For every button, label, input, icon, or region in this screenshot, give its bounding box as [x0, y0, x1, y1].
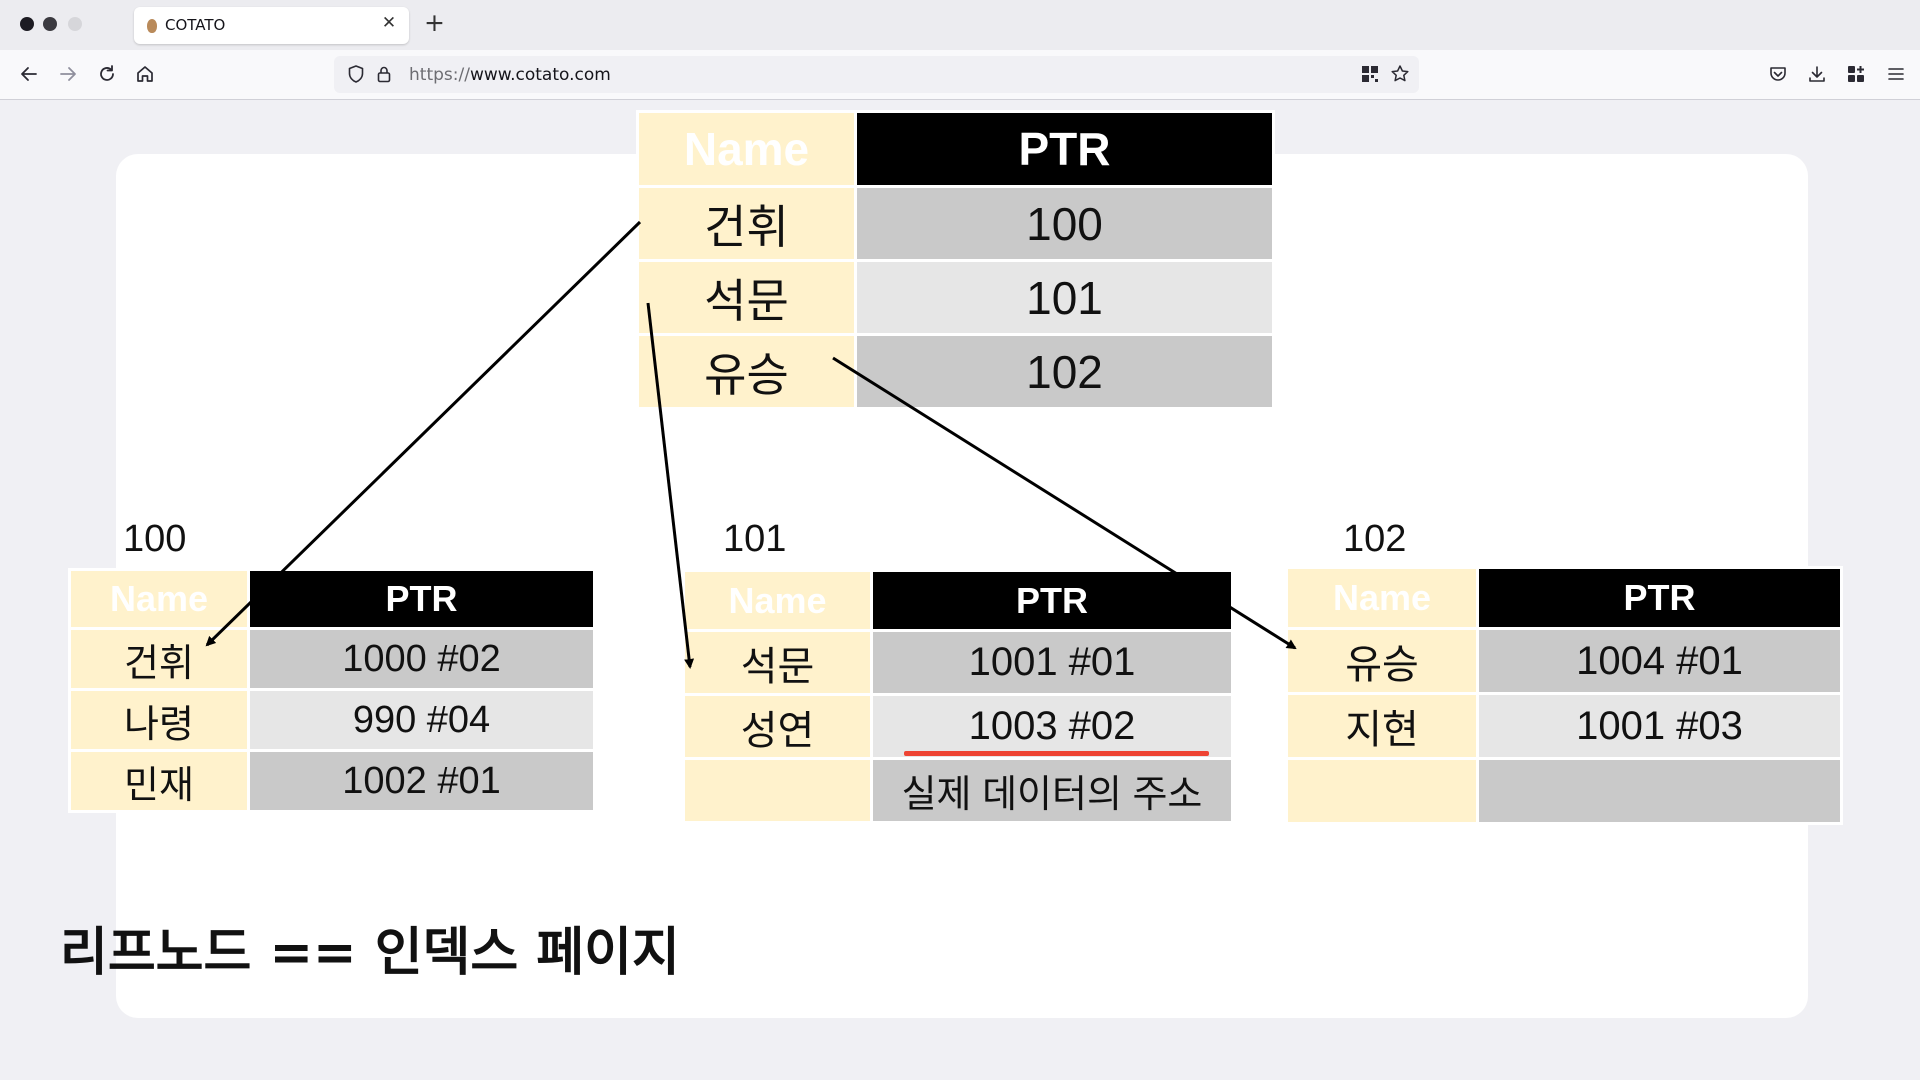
download-icon[interactable]: [1804, 61, 1830, 87]
url-bar[interactable]: https://www.cotato.com: [334, 56, 1419, 93]
leaf-node-label: 101: [723, 518, 787, 560]
table-row: 건휘 100: [639, 188, 1272, 259]
back-arrow-icon[interactable]: [16, 61, 42, 87]
qr-code-icon[interactable]: [1357, 61, 1383, 87]
tab-bar: COTATO ✕ +: [0, 0, 1920, 50]
ptr-cell: 1003 #02: [873, 696, 1231, 757]
reload-icon[interactable]: [94, 61, 120, 87]
table-row: [1288, 760, 1840, 822]
actual-data-address-cell: 실제 데이터의 주소: [873, 760, 1231, 821]
window-minimize-dot[interactable]: [43, 17, 57, 31]
ptr-cell: 100: [857, 188, 1272, 259]
name-cell: 민재: [71, 752, 247, 810]
slide-caption: 리프노드 == 인덱스 페이지: [60, 923, 680, 983]
ptr-header: PTR: [857, 113, 1272, 185]
ptr-header: PTR: [1479, 569, 1840, 627]
leaf-node-table-102: Name PTR 유승 1004 #01 지현 1001 #03: [1285, 566, 1843, 825]
root-node-table: Name PTR 건휘 100 석문 101 유승 102: [636, 110, 1275, 410]
url-text[interactable]: https://www.cotato.com: [409, 65, 611, 85]
ptr-header: PTR: [873, 572, 1231, 629]
shield-icon[interactable]: [343, 61, 369, 87]
name-cell: 석문: [685, 632, 870, 693]
window-maximize-dot[interactable]: [68, 17, 82, 31]
window-close-dot[interactable]: [20, 17, 34, 31]
name-cell: 지현: [1288, 695, 1476, 757]
table-row: 민재 1002 #01: [71, 752, 593, 810]
forward-arrow-icon[interactable]: [55, 61, 81, 87]
table-row: 나령 990 #04: [71, 691, 593, 749]
name-cell: 성연: [685, 696, 870, 757]
name-header: Name: [71, 571, 247, 627]
name-cell: 건휘: [71, 630, 247, 688]
table-row: 성연 1003 #02: [685, 696, 1231, 757]
name-header: Name: [685, 572, 870, 629]
ptr-cell: 1004 #01: [1479, 630, 1840, 692]
name-cell: 유승: [1288, 630, 1476, 692]
table-header-row: Name PTR: [1288, 569, 1840, 627]
table-row: 건휘 1000 #02: [71, 630, 593, 688]
url-host: www.cotato.com: [469, 65, 611, 85]
leaf-node-table-101: Name PTR 석문 1001 #01 성연 1003 #02 실제 데이터의…: [682, 569, 1234, 824]
tab-close-button[interactable]: ✕: [381, 13, 397, 33]
table-row: 실제 데이터의 주소: [685, 760, 1231, 821]
ptr-cell: 1001 #01: [873, 632, 1231, 693]
name-cell: 유승: [639, 336, 854, 407]
ptr-cell: 101: [857, 262, 1272, 333]
table-header-row: Name PTR: [71, 571, 593, 627]
leaf-node-label: 102: [1343, 518, 1407, 560]
table-row: 유승 1004 #01: [1288, 630, 1840, 692]
name-cell: 석문: [639, 262, 854, 333]
ptr-cell: [1479, 760, 1840, 822]
ptr-header: PTR: [250, 571, 593, 627]
leaf-node-label: 100: [123, 518, 187, 560]
navigation-toolbar: https://www.cotato.com: [0, 50, 1920, 100]
home-icon[interactable]: [132, 61, 158, 87]
hamburger-menu-icon[interactable]: [1883, 61, 1909, 87]
name-cell: 나령: [71, 691, 247, 749]
ptr-cell: 102: [857, 336, 1272, 407]
ptr-cell: 1001 #03: [1479, 695, 1840, 757]
ptr-cell: 990 #04: [250, 691, 593, 749]
name-header: Name: [639, 113, 854, 185]
extensions-icon[interactable]: [1843, 61, 1869, 87]
name-header: Name: [1288, 569, 1476, 627]
name-cell: 건휘: [639, 188, 854, 259]
url-protocol: https://: [409, 65, 470, 85]
tab-title: COTATO: [165, 16, 226, 34]
table-header-row: Name PTR: [639, 113, 1272, 185]
table-header-row: Name PTR: [685, 572, 1231, 629]
name-cell: [1288, 760, 1476, 822]
lock-icon[interactable]: [371, 61, 397, 87]
table-row: 석문 101: [639, 262, 1272, 333]
table-row: 지현 1001 #03: [1288, 695, 1840, 757]
highlight-underline: [904, 751, 1209, 756]
new-tab-button[interactable]: +: [424, 8, 445, 37]
star-icon[interactable]: [1387, 61, 1413, 87]
browser-tab[interactable]: COTATO ✕: [134, 7, 409, 44]
ptr-cell: 1000 #02: [250, 630, 593, 688]
table-row: 석문 1001 #01: [685, 632, 1231, 693]
ptr-cell: 1002 #01: [250, 752, 593, 810]
name-cell: [685, 760, 870, 821]
leaf-node-table-100: Name PTR 건휘 1000 #02 나령 990 #04 민재 1002 …: [68, 568, 596, 813]
favicon-icon: [147, 19, 157, 33]
table-row: 유승 102: [639, 336, 1272, 407]
pocket-icon[interactable]: [1765, 61, 1791, 87]
